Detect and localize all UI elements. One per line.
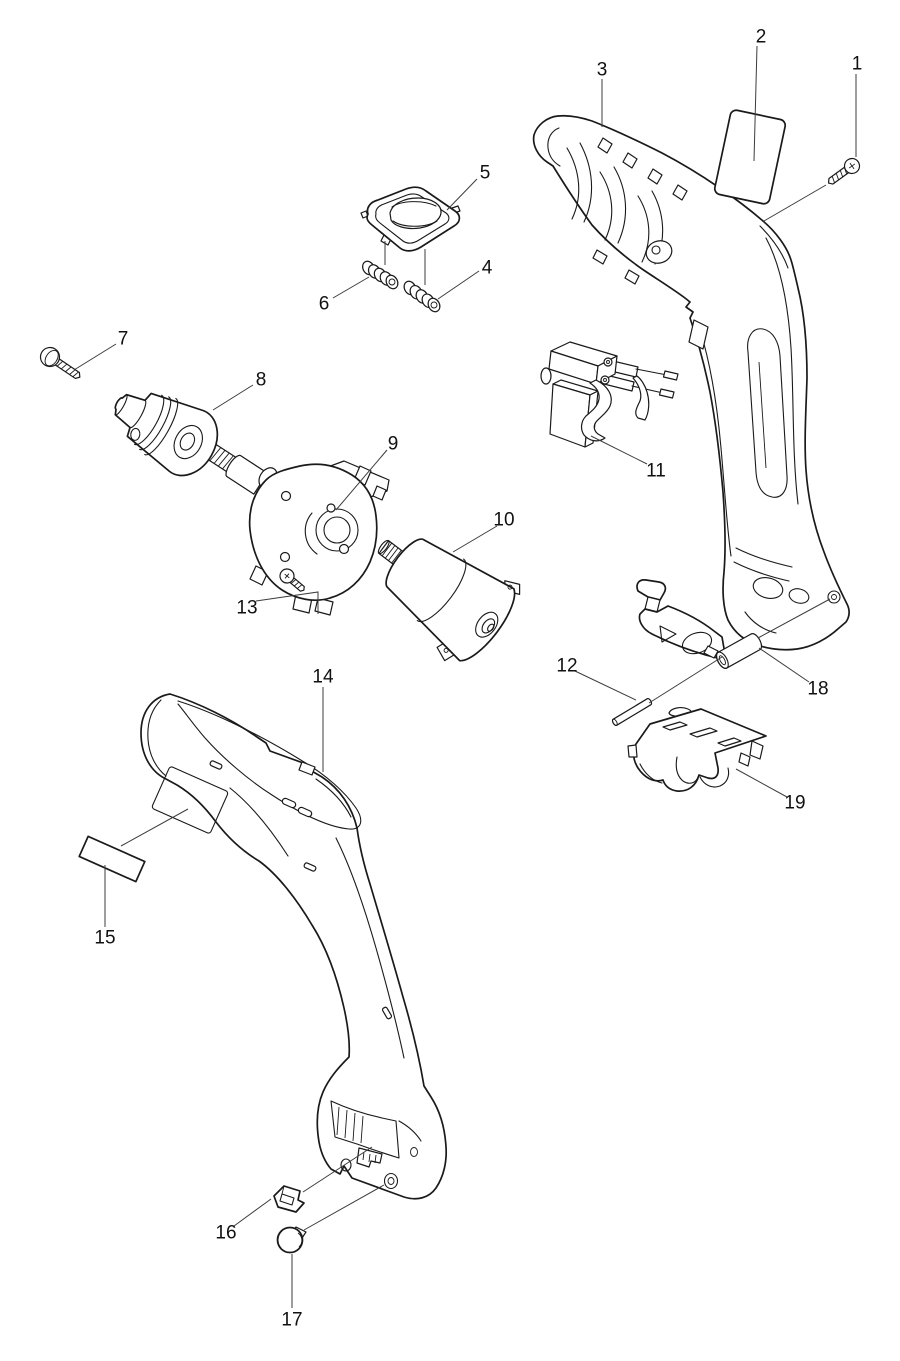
leader-line-part-19 [735,768,788,798]
part-number-label-18: 18 [807,679,828,700]
leader-line-part-6 [332,276,370,299]
part-6-spring [362,260,399,290]
part-number-label-9: 9 [388,434,399,455]
assembly-guide-line [302,1146,373,1193]
part-number-label-12: 12 [556,656,577,677]
part-19-terminal-block [627,707,767,792]
leader-line-part-9 [335,449,388,511]
leader-line-part-11 [590,435,648,465]
part-number-label-3: 3 [597,60,608,81]
part-18-contact-bracket [636,579,763,669]
leader-line-part-16 [233,1198,272,1227]
assembly-guide-line [763,184,827,222]
assembly-guide-line [648,656,723,704]
part-7-screw [39,346,81,380]
part-9-gear-assembly [248,460,390,616]
leader-line-part-4 [437,270,480,300]
part-number-label-17: 17 [281,1310,302,1331]
part-12-pin [611,697,653,727]
part-13-screw [279,568,305,592]
leader-line-part-2 [753,45,758,162]
spindle-shaft [205,444,269,495]
part-number-label-1: 1 [852,54,863,75]
part-number-label-15: 15 [94,928,115,949]
part-number-label-10: 10 [493,510,514,531]
part-number-label-6: 6 [319,294,330,315]
part-number-label-19: 19 [784,793,805,814]
part-14-housing-half-left [140,693,448,1200]
part-number-label-11: 11 [646,461,666,482]
part-17-cap-button [276,1226,307,1254]
part-5-slide-button [360,186,461,252]
part-number-label-8: 8 [256,370,267,391]
part-8-drill-chuck [114,392,219,477]
part-number-label-16: 16 [215,1223,236,1244]
leader-line-part-8 [212,384,254,411]
part-number-label-5: 5 [480,163,491,184]
part-4-spring [403,280,441,313]
part-11-trigger-switch [540,341,679,448]
part-number-label-14: 14 [312,667,334,688]
assembly-guide-line [757,598,831,639]
leader-line-part-12 [574,670,637,701]
leader-line-part-13 [255,591,319,614]
part-1-screw [827,157,861,185]
part-number-label-13: 13 [236,598,257,619]
part-number-label-4: 4 [482,258,493,279]
part-15-label [78,835,146,883]
assembly-guide-line [303,1184,385,1231]
assembly-guide-line [120,808,189,847]
leader-line-part-10 [452,525,498,553]
leader-line-part-7 [73,343,117,371]
leader-line-part-5 [446,178,478,211]
part-2-name-plate [713,109,787,205]
part-number-label-7: 7 [118,329,129,350]
part-3-housing-half-right [532,114,850,651]
part-10-motor [377,538,521,662]
part-16-terminal-clip [273,1185,305,1213]
part-number-label-2: 2 [756,27,767,48]
leader-line-part-18 [758,647,810,683]
